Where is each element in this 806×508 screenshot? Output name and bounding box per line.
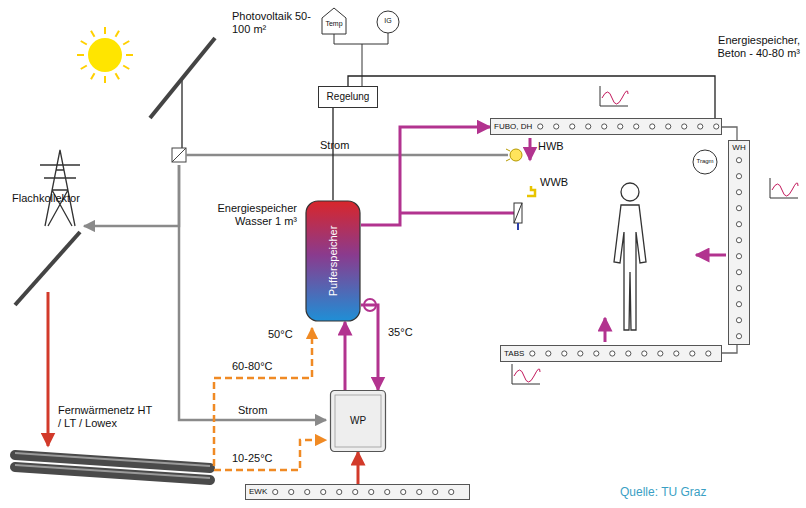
district-heating-pipe [15,453,210,480]
annotation: Strom [238,404,267,417]
annotation: Tragm [693,158,717,165]
annotation: HWB [538,140,564,153]
node-label: FUBO, DH [494,122,532,131]
node-label: WP [350,415,366,427]
annotation: 10-25°C [232,452,272,465]
pipe-connector [722,127,737,140]
power-line [179,165,326,420]
buffer-tank: Energiespeicher Wasser 1 m³Pufferspeiche… [305,200,361,322]
annotation: Photovoltaik 50-100 m² [232,10,327,35]
temperature-sensor [322,8,346,34]
sun-symbol [77,27,133,83]
power-line [186,154,508,157]
thermal-panel: FUBO, DH [490,118,722,135]
inverter-symbol [172,148,186,162]
annotation: Energiespeicher, Beton - 40-80 m³ [690,34,800,59]
sensor-wire [362,44,363,86]
heat-feed [214,328,312,466]
lamp-symbol [506,149,522,161]
annotation: 35°C [388,326,413,339]
heat-exchanger [514,203,522,223]
irradiance-sensor [377,11,399,33]
annotation: 60-80°C [232,360,272,373]
node-outline [500,345,722,362]
pipe-connector [361,305,378,390]
heat-exchanger [514,203,522,223]
annotation: Temp [322,20,346,28]
control-box: Regelung [318,86,378,108]
node-label: WH [728,143,750,152]
person-figure [614,183,646,330]
pipe-connector [357,452,360,484]
annotation: 50°C [268,328,293,341]
annotation: Flachkollektor [12,192,80,205]
node-outline [245,484,470,500]
node-label: EWK [249,487,267,496]
heat-arrow [47,292,50,446]
node-label: Pufferspeicher [327,226,340,297]
pipe-connector [361,127,490,225]
pipe-connector [332,108,333,200]
tank-heading: Energiespeicher Wasser 1 m³ [211,202,297,227]
radiant-arrow [696,254,726,257]
hot-water-pipe [400,212,514,215]
heat-feed [214,440,326,470]
sensor-wire [388,33,389,44]
heat-demand-arrow [529,138,532,160]
pipe-connector [344,322,347,390]
annotation: Strom [320,139,349,152]
pipe-connector [348,76,715,118]
pv-mast [181,80,183,148]
power-pylon [40,150,80,226]
heat-pump: WP [330,390,386,452]
sensor-wire [334,44,388,45]
pipe-connector [722,345,737,353]
annotation: WWB [540,176,568,189]
thermal-panel: EWK [245,484,470,500]
radiant-arrow [604,318,607,342]
node-outline [728,140,750,345]
annotation: IG [378,17,398,25]
comfort-sensor [693,150,717,174]
annotation: Fernwärmenetz HT / LT / Lowex [58,404,153,429]
thermal-panel: WH [728,140,750,345]
cold-water [517,223,519,230]
sensor-wire [334,34,335,44]
tap-symbol [527,186,535,196]
node-label: TABS [504,349,524,358]
node-label: Regelung [327,91,370,103]
thermal-panel: TABS [500,345,722,362]
power-line [84,165,179,226]
inverter-symbol [172,148,186,162]
source-note: Quelle: TU Graz [620,486,706,500]
